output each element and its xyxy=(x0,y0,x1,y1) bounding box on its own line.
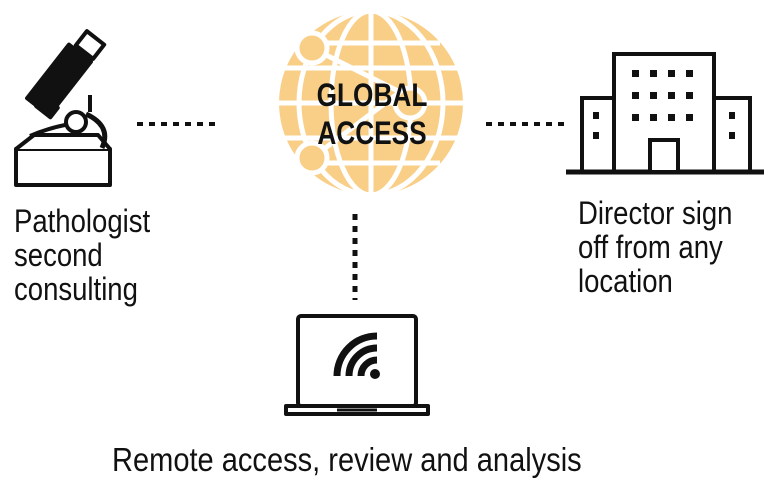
director-label: Director sign off from any location xyxy=(578,196,732,298)
pathologist-label-line3: consulting xyxy=(14,271,138,307)
globe-title-line1: GLOBAL xyxy=(316,77,428,113)
pathologist-label: Pathologist second consulting xyxy=(14,204,150,306)
director-label-line2: off from any xyxy=(578,229,723,265)
laptop-wifi-icon xyxy=(284,314,430,416)
director-label-line3: location xyxy=(578,263,673,299)
remote-label: Remote access, review and analysis xyxy=(112,443,582,477)
pathologist-label-line1: Pathologist xyxy=(14,203,151,239)
globe-icon xyxy=(279,8,463,198)
pathologist-label-line2: second xyxy=(14,237,103,273)
building-icon xyxy=(566,52,764,175)
remote-label-line1: Remote access, review and analysis xyxy=(112,441,582,478)
globe-title: GLOBAL ACCESS xyxy=(302,76,441,152)
microscope-icon xyxy=(14,29,112,187)
globe-title-line2: ACCESS xyxy=(317,115,427,151)
director-label-line1: Director sign xyxy=(578,195,733,231)
